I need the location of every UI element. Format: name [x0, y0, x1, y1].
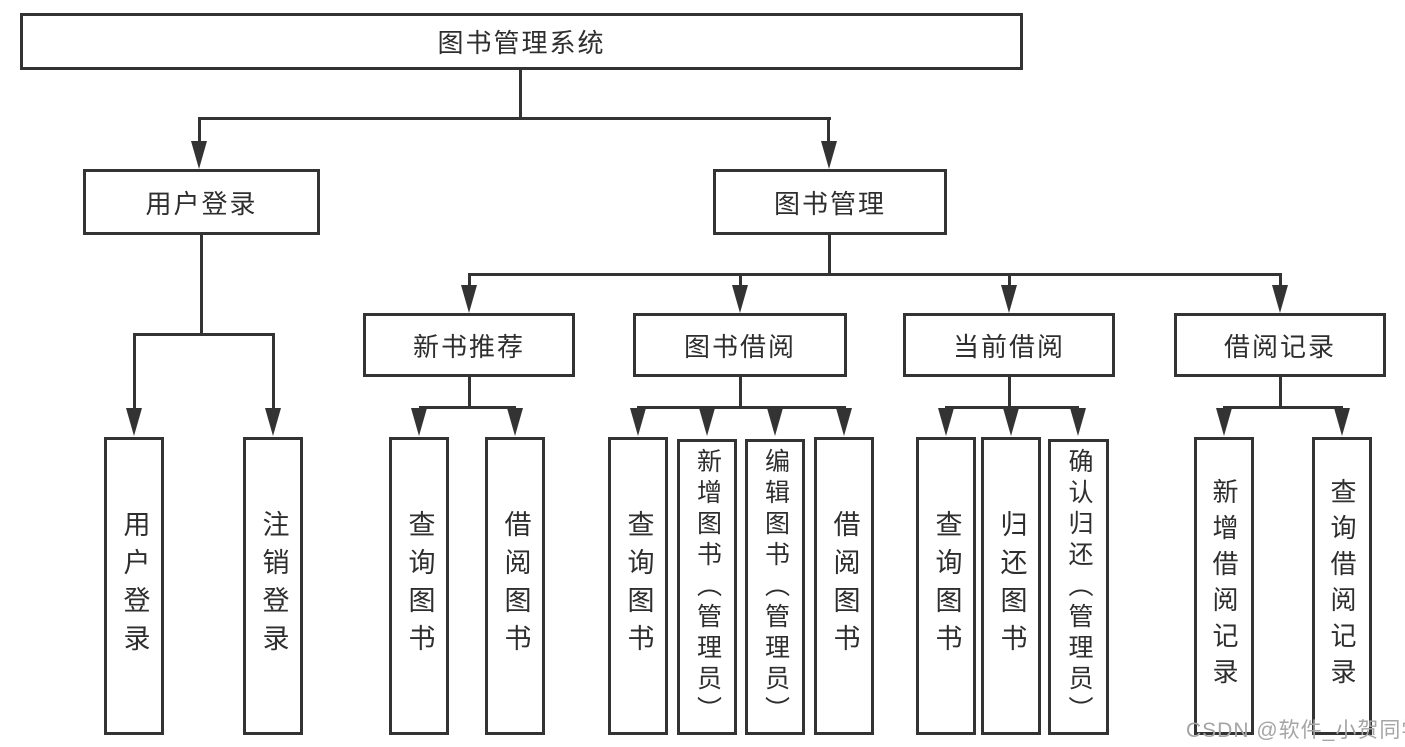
node-user-login-label: 用户登录 — [145, 188, 258, 219]
leaf-cb-confirm-return-admin-label: 确认归还（管理员） — [1065, 447, 1093, 727]
connector-current-borrow-split — [945, 406, 1079, 409]
node-book-mgmt-label: 图书管理 — [773, 188, 886, 219]
arrow-bb-leaf-1 — [630, 408, 646, 436]
node-current-borrow: 当前借阅 — [903, 313, 1115, 377]
leaf-nb-query-book-label: 查询图书 — [404, 510, 435, 662]
arrow-cb-leaf-3 — [1070, 408, 1086, 436]
arrow-to-leaf-login — [126, 408, 142, 436]
arrow-bb-leaf-3 — [767, 408, 783, 436]
arrow-nb-leaf-2 — [507, 408, 523, 436]
connector-book-borrow-stem — [739, 273, 742, 287]
arrow-to-borrow-record — [1272, 285, 1288, 313]
connector-current-borrow-stem — [1008, 273, 1011, 287]
node-book-borrow-label: 图书借阅 — [683, 331, 796, 362]
connector-leaf-login-stem — [133, 333, 136, 409]
arrow-to-leaf-logout — [265, 408, 281, 436]
connector-borrow-record-split — [1223, 406, 1343, 409]
connector-root-split — [198, 117, 831, 120]
connector-user-login-split — [133, 333, 275, 336]
arrow-cb-leaf-2 — [1003, 408, 1019, 436]
leaf-cb-query-book: 查询图书 — [916, 437, 976, 735]
connector-borrow-record-stem — [1279, 273, 1282, 287]
leaf-cb-return-book-label: 归还图书 — [996, 510, 1027, 662]
arrow-to-book-borrow — [732, 285, 748, 313]
connector-user-login-stem — [198, 117, 201, 143]
node-root: 图书管理系统 — [20, 13, 1023, 70]
leaf-bb-add-book-admin: 新增图书（管理员） — [677, 439, 737, 735]
connector-new-book-split — [419, 406, 516, 409]
arrow-nb-leaf-1 — [411, 408, 427, 436]
leaf-bb-add-book-admin-label: 新增图书（管理员） — [693, 447, 722, 727]
leaf-cb-query-book-label: 查询图书 — [931, 510, 962, 662]
leaf-bb-borrow-book: 借阅图书 — [814, 437, 874, 735]
arrow-to-current-borrow — [1001, 285, 1017, 313]
arrow-to-new-book — [461, 285, 477, 313]
node-root-label: 图书管理系统 — [437, 28, 606, 58]
node-borrow-record-label: 借阅记录 — [1223, 331, 1336, 362]
arrow-bb-leaf-2 — [699, 408, 715, 436]
leaf-logout: 注销登录 — [243, 437, 303, 735]
node-user-login: 用户登录 — [83, 169, 320, 235]
connector-borrow-record-down — [1279, 377, 1282, 408]
leaf-cb-return-book: 归还图书 — [981, 437, 1041, 735]
leaf-nb-borrow-book-label: 借阅图书 — [500, 510, 531, 662]
connector-leaf-logout-stem — [272, 333, 275, 409]
node-new-book-label: 新书推荐 — [412, 331, 525, 362]
leaf-user-login: 用户登录 — [104, 437, 164, 735]
connector-new-book-down — [468, 377, 471, 408]
leaf-bb-edit-book-admin: 编辑图书（管理员） — [745, 439, 805, 735]
leaf-logout-label: 注销登录 — [258, 510, 289, 662]
leaf-br-add-record: 新增借阅记录 — [1194, 437, 1254, 735]
watermark-text: CSDN @软件_小贺同学 — [1186, 719, 1405, 742]
connector-root-stem — [519, 70, 522, 119]
leaf-bb-query-book: 查询图书 — [608, 437, 668, 735]
arrow-bb-leaf-4 — [836, 408, 852, 436]
arrow-br-leaf-2 — [1334, 408, 1350, 436]
leaf-bb-query-book-label: 查询图书 — [623, 510, 654, 662]
connector-book-borrow-split — [637, 406, 846, 409]
connector-current-borrow-down — [1008, 377, 1011, 408]
leaf-nb-query-book: 查询图书 — [389, 437, 449, 735]
connector-book-mgmt-down — [828, 235, 831, 276]
connector-new-book-stem — [468, 273, 471, 287]
node-borrow-record: 借阅记录 — [1174, 313, 1386, 377]
arrow-br-leaf-1 — [1216, 408, 1232, 436]
node-book-mgmt: 图书管理 — [713, 169, 947, 235]
arrow-to-book-mgmt — [821, 141, 837, 169]
connector-book-borrow-down — [739, 377, 742, 408]
leaf-br-query-record: 查询借阅记录 — [1312, 437, 1372, 735]
leaf-br-query-record-label: 查询借阅记录 — [1327, 478, 1357, 694]
leaf-br-add-record-label: 新增借阅记录 — [1209, 478, 1239, 694]
connector-user-login-down — [200, 235, 203, 335]
connector-book-mgmt-split — [469, 273, 1282, 276]
leaf-bb-edit-book-admin-label: 编辑图书（管理员） — [761, 447, 790, 727]
leaf-bb-borrow-book-label: 借阅图书 — [829, 510, 860, 662]
arrow-to-user-login — [191, 141, 207, 169]
leaf-cb-confirm-return-admin: 确认归还（管理员） — [1048, 439, 1109, 735]
connector-book-mgmt-stem — [827, 117, 830, 143]
node-new-book: 新书推荐 — [363, 313, 575, 377]
node-book-borrow: 图书借阅 — [633, 313, 847, 377]
node-current-borrow-label: 当前借阅 — [952, 331, 1065, 362]
arrow-cb-leaf-1 — [938, 408, 954, 436]
leaf-nb-borrow-book: 借阅图书 — [485, 437, 545, 735]
leaf-user-login-label: 用户登录 — [119, 510, 150, 662]
